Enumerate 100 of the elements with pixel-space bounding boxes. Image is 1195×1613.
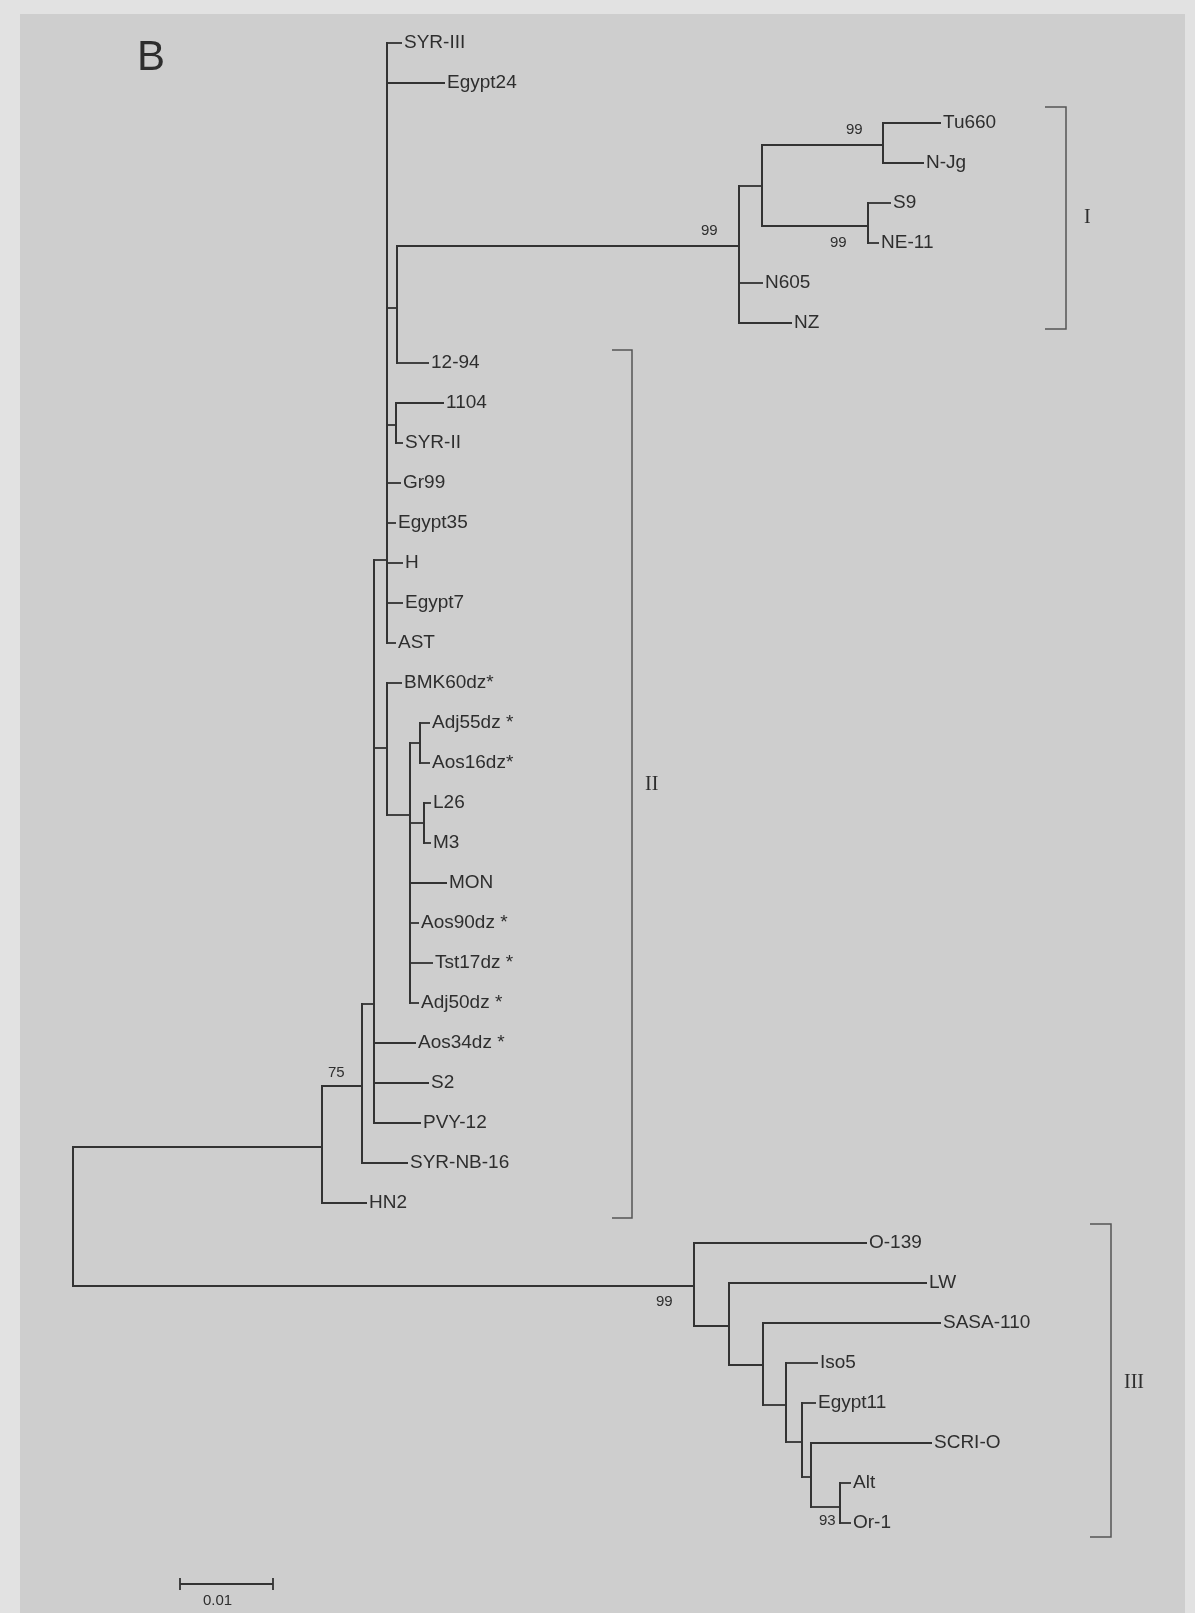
branch-line [373, 1042, 417, 1044]
clade-label: I [1084, 205, 1091, 227]
branch-node-line [72, 1146, 74, 1287]
branch-node-line [409, 742, 411, 1004]
branch-line [373, 747, 387, 749]
taxon-label: Tu660 [943, 111, 997, 133]
branch-line [810, 1506, 840, 1508]
branch-line [373, 559, 387, 561]
taxon-label: Gr99 [403, 471, 446, 493]
scale-label: 0.01 [203, 1592, 233, 1609]
branch-node-line [810, 1442, 812, 1508]
taxon-label: BMK60dz* [404, 671, 494, 693]
taxon-label: Aos90dz * [421, 911, 508, 933]
taxon-label: N-Jg [926, 151, 967, 173]
branch-node-line [761, 144, 763, 227]
taxon-label: SYR-NB-16 [410, 1151, 510, 1173]
taxon-label: Egypt7 [405, 591, 465, 613]
taxon-label: S9 [893, 191, 917, 213]
branch-line [386, 682, 403, 684]
taxon-label: Egypt24 [447, 71, 517, 93]
taxon-label: Adj50dz * [421, 991, 503, 1013]
branch-line [839, 1522, 852, 1524]
taxon-label: SYR-III [404, 31, 466, 53]
taxon-label: L26 [433, 791, 465, 813]
taxon-label: Aos34dz * [418, 1031, 505, 1053]
branch-line [762, 1322, 942, 1324]
taxon-label: Iso5 [820, 1351, 856, 1373]
branch-line [409, 1002, 420, 1004]
branch-line [409, 962, 434, 964]
branch-node-line [361, 1003, 363, 1164]
branch-node-line [738, 185, 740, 324]
branch-line [373, 1082, 430, 1084]
branch-line [395, 402, 445, 404]
branch-node-line [693, 1242, 695, 1327]
branch-line [738, 282, 764, 284]
branch-line [693, 1242, 868, 1244]
taxon-label: Aos16dz* [432, 751, 514, 773]
branch-line [361, 1162, 409, 1164]
branch-line [72, 1285, 694, 1287]
taxon-label: NE-11 [881, 231, 934, 253]
branch-line [386, 562, 404, 564]
taxon-label: M3 [433, 831, 460, 853]
branch-line [373, 1122, 422, 1124]
branch-node-line [839, 1482, 841, 1524]
taxon-label: PVY-12 [423, 1111, 487, 1133]
branch-line [785, 1441, 802, 1443]
branch-line [423, 842, 432, 844]
taxon-label: H [405, 551, 419, 573]
branch-line [738, 185, 762, 187]
clade-label: III [1124, 1370, 1144, 1392]
taxon-label: HN2 [369, 1191, 407, 1213]
branch-line [386, 307, 397, 309]
taxon-label: AST [398, 631, 435, 653]
branch-node-line [801, 1402, 803, 1478]
branch-line [386, 482, 402, 484]
branch-line [839, 1482, 852, 1484]
taxon-label: SCRI-O [934, 1431, 1001, 1453]
branch-line [801, 1476, 811, 1478]
branch-line [396, 362, 430, 364]
branch-line [72, 1146, 322, 1148]
taxon-label: SASA-110 [943, 1311, 1031, 1333]
branch-node-line [419, 722, 421, 764]
branch-line [810, 1442, 933, 1444]
branch-line [409, 882, 448, 884]
branch-line [761, 144, 883, 146]
branch-line [419, 722, 431, 724]
taxon-label: Alt [853, 1471, 876, 1493]
branch-line [409, 822, 424, 824]
branch-line [867, 202, 892, 204]
taxon-label: MON [449, 871, 494, 893]
bootstrap-value: 99 [701, 222, 718, 238]
taxon-label: Egypt11 [818, 1391, 887, 1413]
taxon-label: 1104 [446, 391, 487, 413]
taxon-label: Or-1 [853, 1511, 891, 1533]
panel-letter: B [137, 33, 165, 80]
branch-line [882, 162, 925, 164]
branch-line [419, 762, 431, 764]
branch-line [386, 424, 396, 426]
branch-line [386, 522, 397, 524]
taxon-label: Adj55dz * [432, 711, 514, 733]
branch-node-line [728, 1282, 730, 1366]
branch-line [762, 1404, 786, 1406]
taxon-label: S2 [431, 1071, 455, 1093]
bootstrap-value: 99 [830, 234, 847, 250]
branch-line [785, 1362, 819, 1364]
branch-node-line [423, 802, 425, 844]
branch-line [867, 242, 880, 244]
branch-line [738, 322, 793, 324]
branch-node-line [396, 245, 398, 364]
branch-line [321, 1085, 362, 1087]
bootstrap-value: 99 [846, 121, 863, 137]
branch-line [321, 1202, 368, 1204]
taxon-label: N605 [765, 271, 811, 293]
bootstrap-value: 75 [328, 1064, 345, 1080]
branch-line [396, 245, 739, 247]
branch-line [801, 1402, 817, 1404]
clade-label: II [645, 772, 659, 794]
branch-line [693, 1325, 729, 1327]
branch-line [728, 1364, 763, 1366]
branch-line [761, 225, 868, 227]
